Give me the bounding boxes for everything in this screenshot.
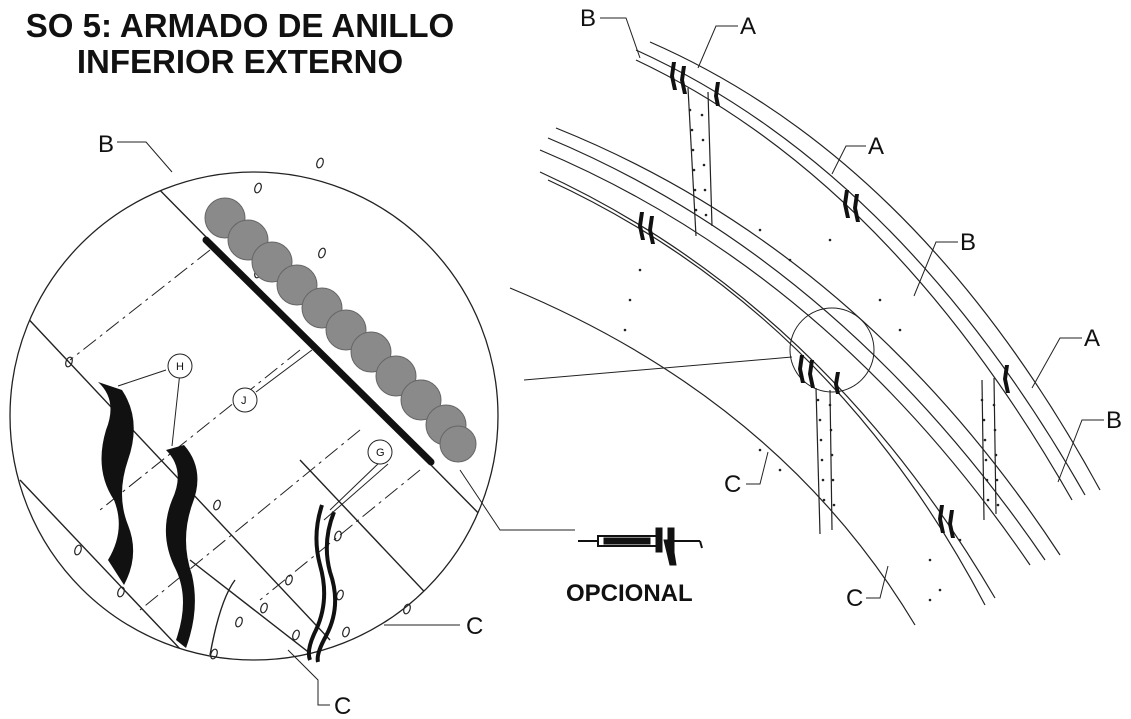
main-label-c-mid: C (724, 471, 741, 498)
optional-tool-label: OPCIONAL (566, 580, 693, 607)
main-label-b-top: B (580, 5, 596, 32)
main-label-a-top: A (740, 13, 756, 40)
title-line-2: INFERIOR EXTERNO (76, 43, 404, 80)
seal-markings (638, 62, 1010, 538)
detail-connector-line (523, 356, 793, 381)
callout-j: J (241, 395, 247, 407)
gasket-strips-h (98, 382, 198, 648)
page-title: SO 5: ARMADO DE ANILLO INFERIOR EXTERNO (0, 8, 500, 80)
detail-label-b: B (98, 131, 114, 158)
sealant-bead (204, 197, 477, 463)
sealant-gun-icon (578, 527, 703, 566)
title-line-1: SO 5: ARMADO DE ANILLO (25, 7, 455, 44)
main-label-b-mid: B (960, 229, 976, 256)
gasket-strips-g (306, 504, 338, 663)
bolt-pattern (623, 108, 1000, 602)
main-label-b-right: B (1106, 407, 1122, 434)
sealing-strip (202, 236, 435, 466)
main-label-c-low: C (846, 585, 863, 612)
callout-g: G (376, 447, 385, 459)
main-label-a-right: A (1084, 325, 1100, 352)
detail-magnified-view: H J G B C C (9, 131, 575, 719)
detail-label-c-right: C (466, 613, 483, 640)
main-assembly-view (509, 41, 1101, 626)
detail-label-c-bottom: C (334, 693, 351, 719)
callout-h: H (176, 361, 184, 373)
main-label-a-mid: A (868, 133, 884, 160)
